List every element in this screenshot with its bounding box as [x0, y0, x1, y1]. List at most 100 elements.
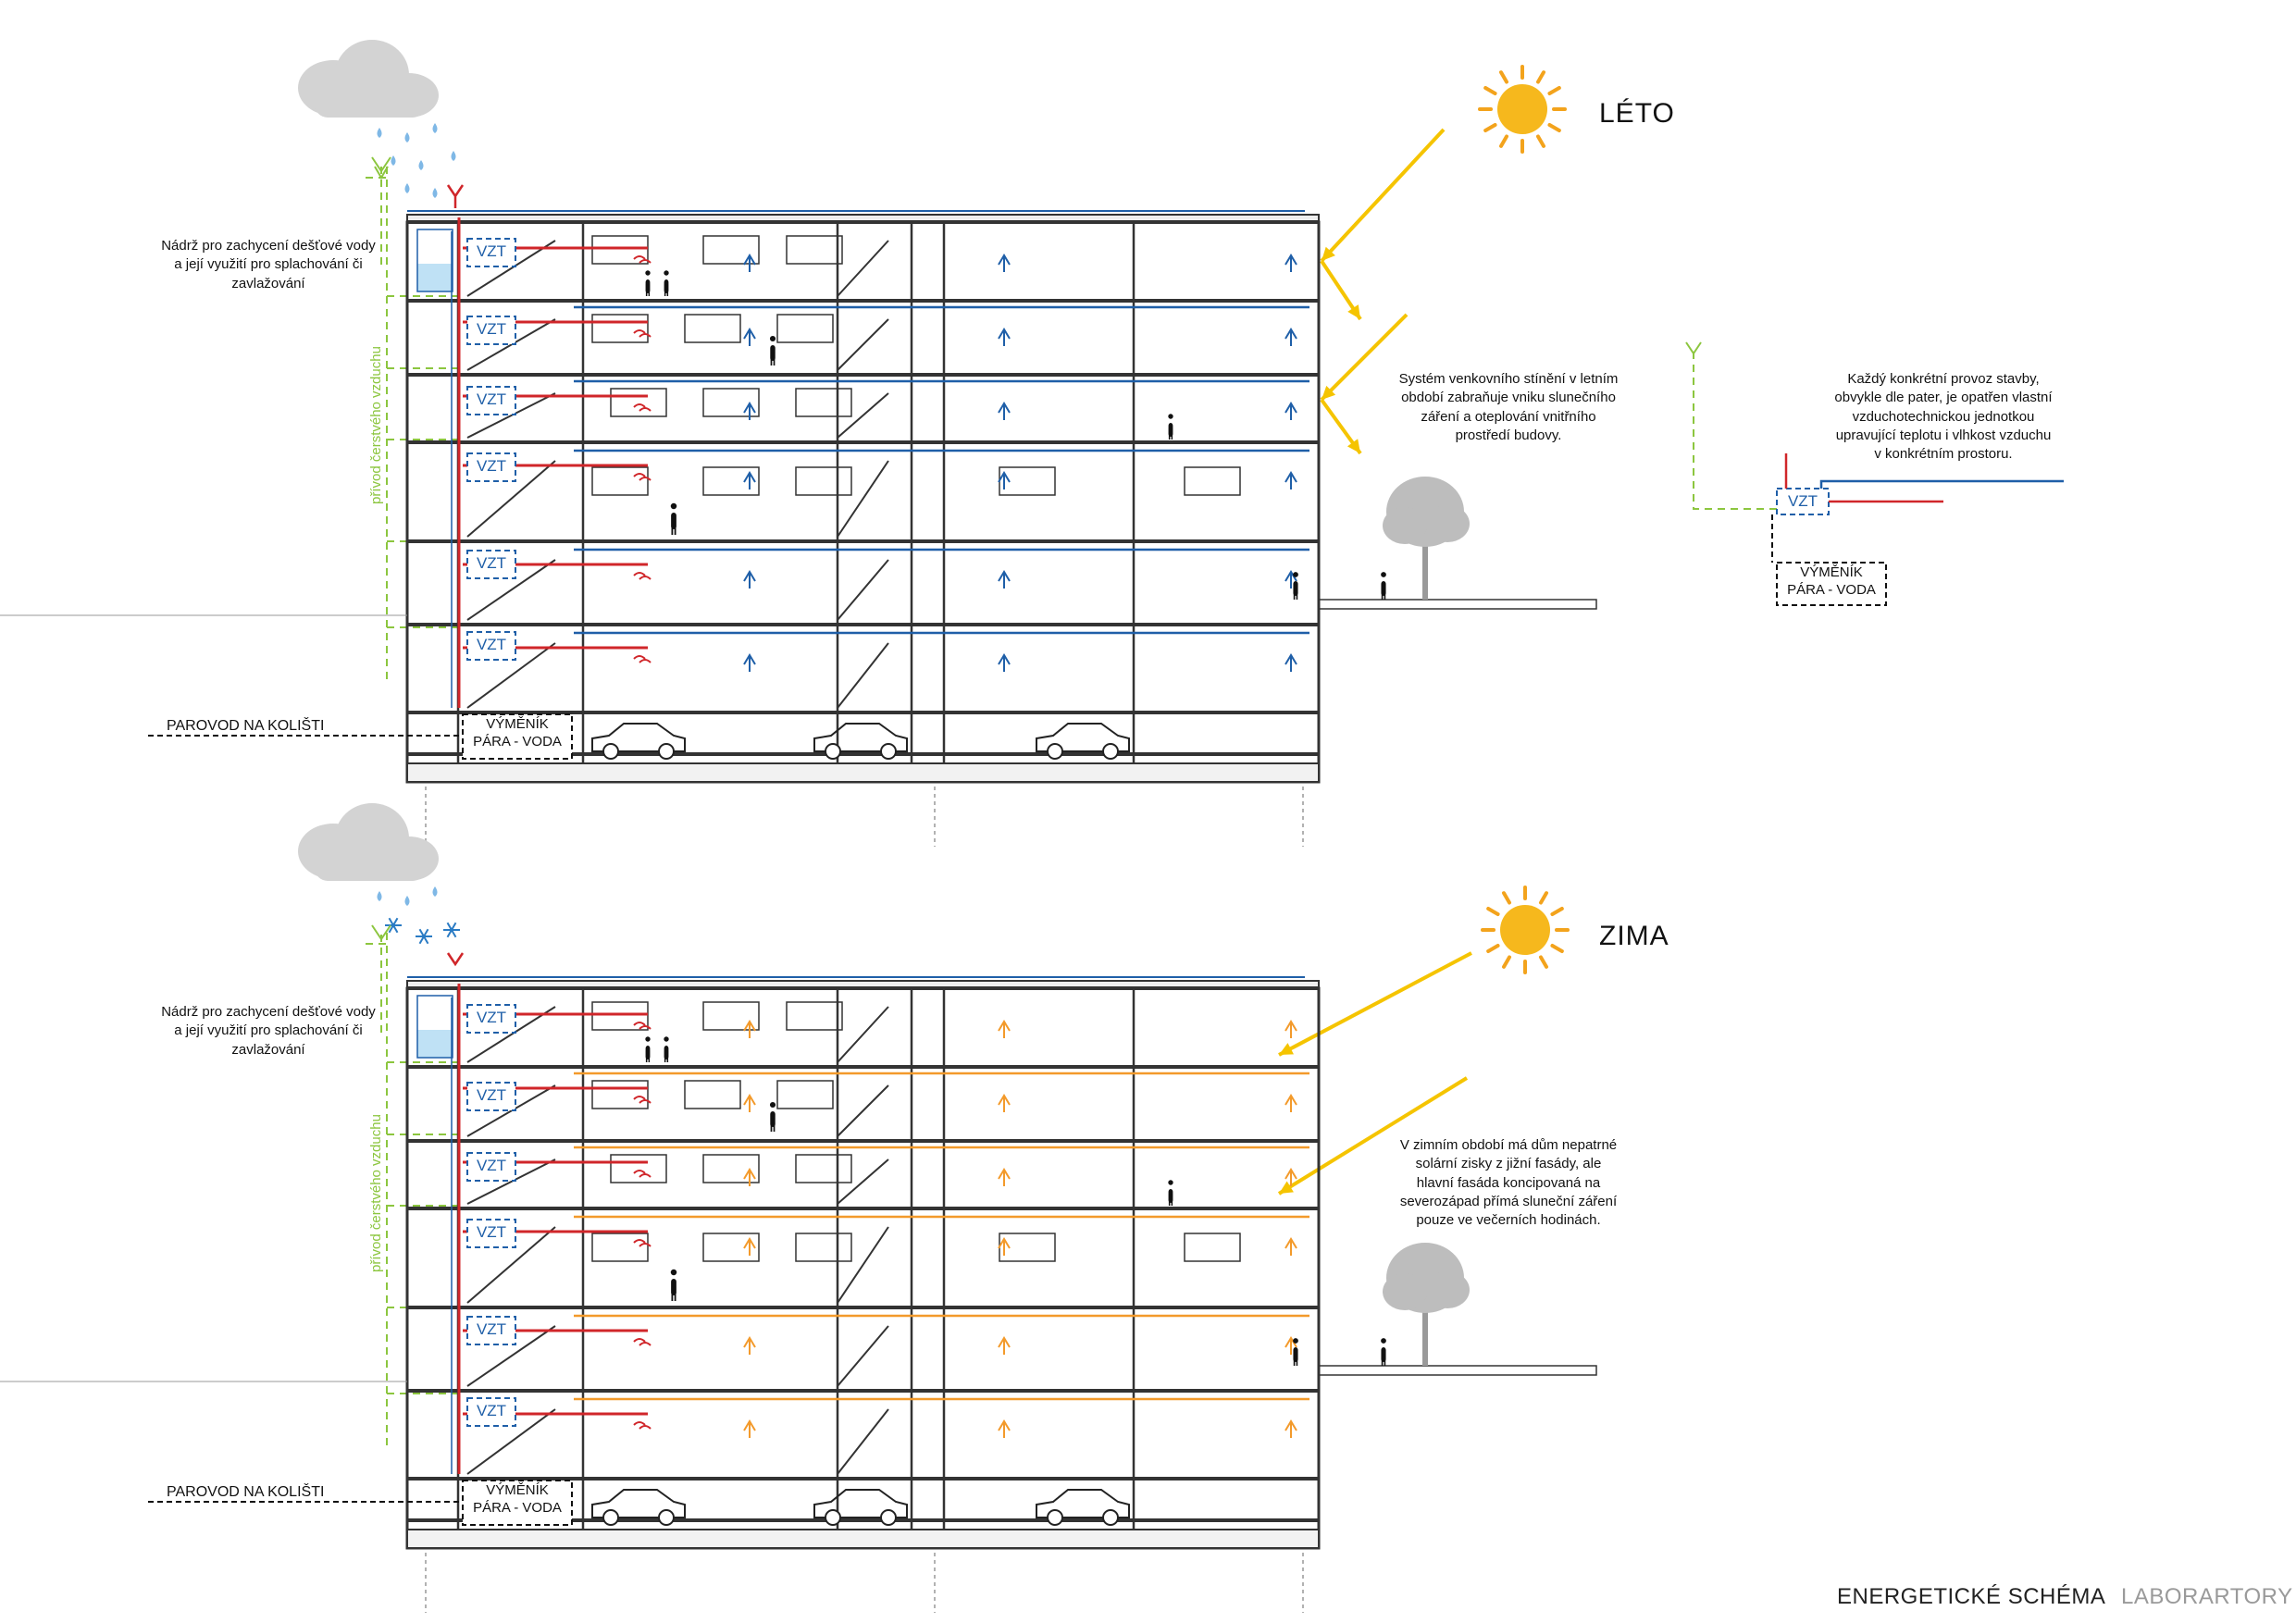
flow-arrow [743, 402, 756, 420]
flow-arrow [743, 254, 756, 272]
tree-icon [1383, 1243, 1470, 1366]
summer-vzt-unit [466, 550, 516, 579]
summer-stair [466, 460, 889, 538]
person-icon [664, 270, 669, 296]
person-leg [1168, 1194, 1171, 1206]
winter-vzt-label-3: VZT [476, 1223, 507, 1241]
winter-window [786, 1001, 843, 1031]
summer-exhaust-outlet-icon [446, 184, 465, 208]
sun-ray [1486, 907, 1500, 916]
flow-arrow [633, 1338, 652, 1346]
flow-arrow [1285, 570, 1297, 588]
summer-window [702, 466, 760, 496]
flow-arrow [1285, 1168, 1297, 1186]
detail-exchanger [1776, 562, 1887, 606]
winter-vzt-unit [466, 1082, 516, 1111]
flow-arrow [633, 403, 652, 412]
cloud-part [315, 855, 426, 881]
winter-window [591, 1233, 649, 1262]
person-icon [670, 502, 677, 535]
snowflake-icon [416, 928, 432, 945]
person-leg [648, 284, 651, 296]
person-leg [1296, 587, 1298, 600]
summer-vzt-unit [466, 631, 516, 661]
summer-stair [466, 240, 889, 297]
winter-foundation [406, 1529, 1320, 1549]
winter-exhaust-outlet-icon [446, 952, 465, 967]
summer-window [776, 314, 834, 343]
summer-sun-ray-2b-head [1347, 439, 1360, 453]
person-leg [674, 520, 676, 535]
car-body [591, 1489, 686, 1518]
sun-ray [1547, 123, 1561, 132]
snowflake-icon [385, 917, 402, 934]
tree-crown [1383, 507, 1427, 544]
car-body [591, 723, 686, 752]
summer-vzt-label-3: VZT [476, 457, 507, 475]
person-icon [645, 1036, 651, 1062]
winter-stair [466, 1006, 889, 1063]
summer-sun-ray-1b-head [1347, 304, 1360, 319]
summer-vzt-unit [466, 316, 516, 345]
winter-exchanger-label: VÝMĚNÍK PÁRA - VODA [473, 1482, 562, 1516]
flow-arrow [998, 328, 1011, 346]
summer-season-label: LÉTO [1599, 98, 1675, 129]
person-head [670, 502, 677, 510]
winter-window [999, 1233, 1056, 1262]
flow-arrow [998, 1094, 1011, 1112]
flow-arrow [743, 1237, 756, 1256]
winter-window [702, 1001, 760, 1031]
winter-stair [466, 1226, 889, 1304]
person-leg [671, 1286, 674, 1301]
person-head [1168, 414, 1173, 419]
winter-steam-pipe-label: PAROVOD NA KOLIŠTI [167, 1484, 325, 1500]
person-leg [674, 1286, 676, 1301]
summer-rain-tank-water [417, 264, 453, 291]
flow-arrow [743, 653, 756, 672]
person-leg [1293, 587, 1296, 600]
rain-drop-icon [404, 896, 410, 906]
summer-sun-ray-2 [1320, 313, 1409, 402]
summer-stair [466, 642, 889, 709]
summer-sun-ray-2-head [1322, 385, 1336, 400]
winter-season-label: ZIMA [1599, 921, 1669, 951]
winter-solar-note: V zimním období má dům nepatrné solární … [1399, 1137, 1618, 1228]
sun-ray [1536, 70, 1545, 84]
car-icon [813, 723, 908, 760]
person-leg [648, 1050, 651, 1062]
sun-disc [1500, 905, 1550, 955]
flow-arrow [633, 329, 652, 338]
car-icon [1036, 1489, 1130, 1526]
summer-window [999, 466, 1056, 496]
person-leg [664, 1050, 666, 1062]
cloud-icon [298, 40, 439, 118]
flow-arrow [1285, 1020, 1297, 1038]
snowflake-arm [446, 922, 457, 938]
car-wheel [825, 743, 841, 760]
person-leg [1381, 1353, 1384, 1366]
winter-window [776, 1080, 834, 1109]
rain-drop-icon [451, 151, 456, 161]
person-head [769, 1101, 776, 1109]
tree-trunk [1422, 535, 1428, 600]
person-icon [1293, 572, 1298, 600]
summer-exchanger [462, 713, 573, 760]
flow-arrow [743, 1168, 756, 1186]
sun-icon [1481, 886, 1570, 974]
tree-crown [1425, 1271, 1470, 1308]
summer-vzt-label-4: VZT [476, 554, 507, 572]
flow-arrow [633, 473, 652, 481]
cloud-icon [298, 803, 439, 881]
person-head [1168, 1180, 1173, 1185]
sun-ray [1547, 86, 1561, 95]
winter-vzt-label-5: VZT [476, 1402, 507, 1419]
flow-arrow [743, 1094, 756, 1112]
flow-arrow [1285, 328, 1297, 346]
summer-window [702, 235, 760, 265]
car-wheel [1102, 743, 1119, 760]
winter-vzt-label-0: VZT [476, 1009, 507, 1026]
person-leg [1296, 1353, 1298, 1366]
flow-arrow [633, 255, 652, 264]
summer-vzt-unit [466, 238, 516, 267]
